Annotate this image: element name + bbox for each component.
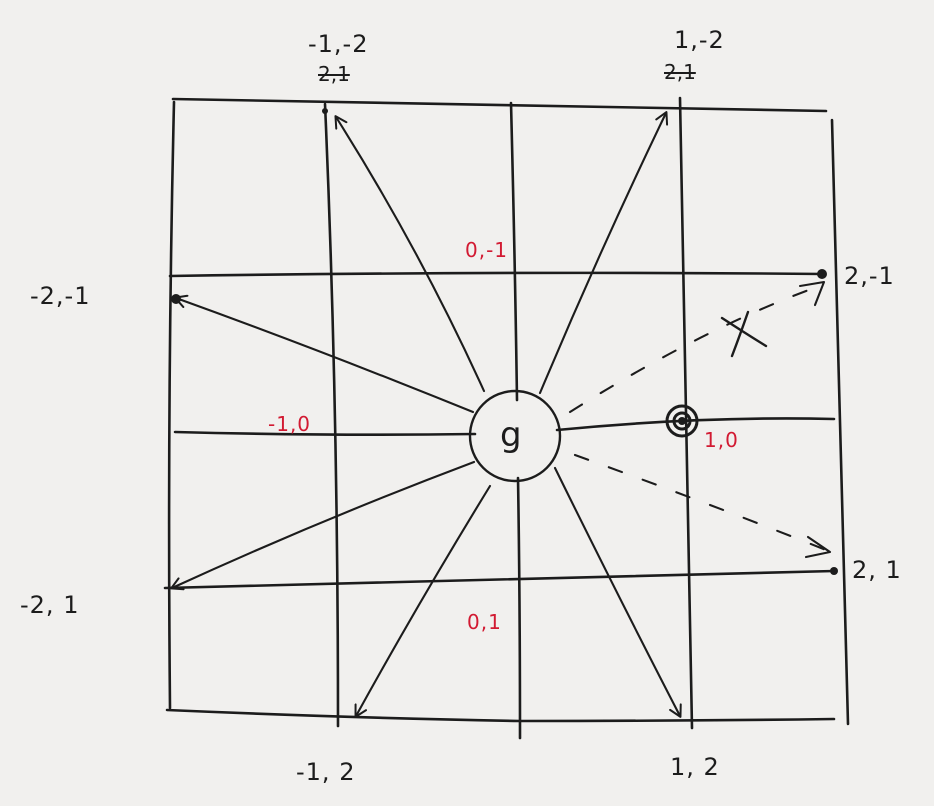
label-right-upper: 2,-1	[844, 262, 895, 290]
dot-minus2-minus1	[171, 294, 181, 304]
struck-label-top-left: 2,1	[318, 62, 350, 86]
dot-2-minus1	[817, 269, 827, 279]
label-left-lower: -2, 1	[20, 591, 80, 619]
blocked-node	[665, 404, 699, 438]
neighbor-label-left: -1,0	[268, 412, 312, 436]
rejected-move-x-mark	[720, 310, 768, 358]
neighbor-label-down: 0,1	[467, 610, 502, 634]
grid-line-v1	[167, 100, 176, 710]
dashed-arrow-to-2-minus1	[568, 286, 816, 414]
label-bottom-left: -1, 2	[296, 758, 356, 786]
label-bottom-right: 1, 2	[670, 753, 720, 781]
grid-line-h3	[173, 430, 477, 436]
label-top-left: -1,-2	[308, 30, 369, 58]
dot-2-1	[830, 567, 838, 575]
dashed-arrow-to-2-1	[573, 453, 828, 552]
grid-line-h1	[171, 97, 828, 113]
label-top-right: 1,-2	[674, 26, 725, 54]
grid-line-h4	[163, 569, 836, 590]
arrow-to-minus1-2	[354, 484, 492, 718]
arrow-to-minus1-minus2	[334, 115, 486, 393]
dashed-arrow-head-lower	[804, 535, 832, 559]
grid-line-v2	[323, 102, 340, 728]
center-node-label: g	[500, 415, 523, 455]
grid-line-v3	[509, 101, 519, 402]
label-right-lower: 2, 1	[852, 556, 902, 584]
arrow-to-1-minus2	[538, 111, 669, 395]
grid-line-v5	[830, 118, 850, 726]
arrow-to-1-2	[553, 466, 682, 718]
dashed-arrow-head-upper	[798, 280, 826, 307]
dot-top-left	[322, 108, 328, 114]
neighbor-label-right: 1,0	[704, 428, 739, 452]
grid-line-v4	[678, 96, 694, 730]
label-left-upper: -2,-1	[30, 282, 91, 310]
struck-label-top-right: 2,1	[664, 60, 696, 84]
arrow-to-minus2-1	[170, 460, 476, 591]
center-node	[468, 389, 562, 483]
arrow-to-minus2-minus1	[174, 294, 475, 414]
neighbor-label-up: 0,-1	[465, 238, 509, 262]
grid-line-h2	[168, 271, 826, 278]
grid-line-v3b	[516, 476, 522, 740]
grid-line-h5	[165, 708, 836, 723]
